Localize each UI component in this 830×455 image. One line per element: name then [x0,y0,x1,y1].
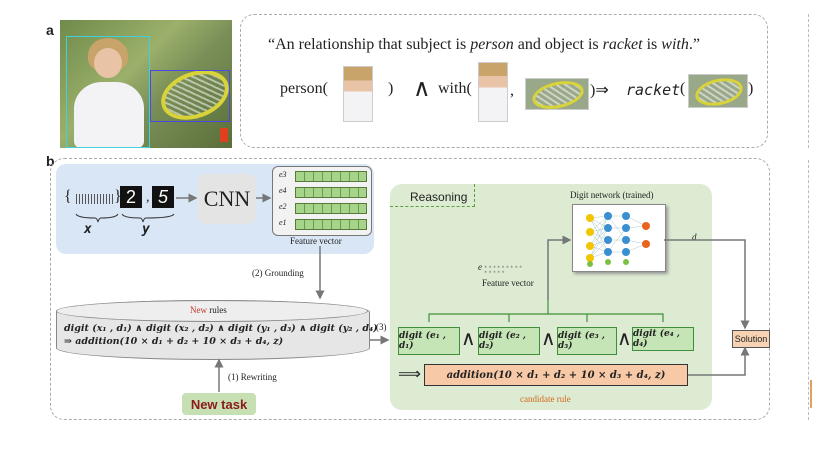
cnn-block: CNN [198,174,256,224]
digit-box-2: digit (e₂ , d₂) [478,327,540,355]
fv-label-e1: e1 [279,218,287,227]
racket-thumbnail-2 [688,74,748,108]
y-underbrace [121,213,175,223]
feature-vector-caption: Feature vector [290,236,342,246]
racket-fn: racket [626,81,681,99]
and-symbol-3: ∧ [617,328,632,350]
tiny-formula: ∗ ∗ ∗ ∗ ∗ ∗ ∗ ∗ ∗∗ ∗ ∗ ∗ ∗ [484,264,523,274]
rule-line-1: digit (x₁ , d₁) ∧ digit (x₂ , d₂) ∧ digi… [64,323,378,334]
rewriting-label: (1) Rewriting [228,372,277,382]
panel-b-label: b [46,153,55,169]
orange-tick [810,380,812,408]
racket-close-paren: ) [748,80,754,97]
arrow-fv2-network [547,235,572,300]
person-close-paren: ) [388,80,394,97]
relationship-quote: “An relationship that subject is person … [268,36,700,53]
fv-label-e3: e3 [279,170,287,179]
rules-database-top [56,300,368,322]
with-fn: with( [438,80,472,97]
step3-label: (3) [376,322,387,332]
audio-waveform [76,194,114,204]
and-symbol-2: ∧ [541,328,556,350]
grounding-label: (2) Grounding [252,268,304,278]
arrow-candidate-solution [688,346,750,376]
right-dash-b [808,160,811,420]
fv-row-e2 [295,203,367,214]
racket-open-paren: ( [680,80,686,97]
digit-image-2: 5 [152,186,174,208]
x-underbrace [75,213,119,223]
x-brace-close: } [114,188,122,205]
reasoning-label: Reasoning [410,190,468,204]
candidate-rule-box: addition(10 × d₁ + d₂ + 10 × d₃ + d₄, z) [424,364,688,386]
person-thumbnail [343,66,373,122]
rule-line-2: ⇒ addition(10 × d₁ + d₂ + 10 × d₃ + d₄, … [64,336,284,347]
digit-box-3: digit (e₃ , d₃) [557,327,617,355]
fv-row-e3 [295,171,367,182]
right-dash-a [808,14,811,148]
e-symbol: e [478,262,482,272]
person-fn: person( [280,80,328,97]
neural-network-icon [586,212,650,267]
digit-comma: , [146,190,150,205]
fv-label-e2: e2 [279,202,287,211]
rules-title: New rules [190,305,227,315]
digit-box-4: digit (e₄ , d₄) [632,327,694,351]
candidate-arrow: ⟹ [398,366,421,383]
person-thumbnail-2 [478,62,508,122]
new-task-button[interactable]: New task [182,393,256,415]
and-symbol-1: ∧ [461,328,476,350]
panel-b-frame [50,158,770,420]
panel-a-frame [240,14,768,148]
reasoning-tab [390,184,475,207]
panel-a-label: a [46,22,54,38]
d-label: d [692,232,697,242]
implies-symbol: )⇒ [590,82,609,99]
fv-row-e4 [295,187,367,198]
fv-row-e1 [295,219,367,230]
solution-box: Solution [732,330,770,348]
x-label: x [84,222,92,237]
feature-vector-box: e3 e4 e2 e1 [272,166,372,236]
feature-vector-caption-2: Feature vector [482,278,534,288]
digit-bracket [428,313,664,322]
and-symbol: ∧ [413,76,431,102]
fv-label-e4: e4 [279,186,287,195]
candidate-caption: candidate rule [520,394,571,404]
digit-box-1: digit (e₁ , d₁) [398,327,460,355]
arrow-d-solution [664,239,750,330]
digit-image-1: 2 [120,186,142,208]
digit-network-label: Digit network (trained) [570,190,654,200]
x-brace-open: { [64,188,72,205]
tennis-photo [60,20,232,148]
comma: , [510,82,514,99]
y-label: y [142,222,150,237]
racket-thumbnail [525,78,589,110]
